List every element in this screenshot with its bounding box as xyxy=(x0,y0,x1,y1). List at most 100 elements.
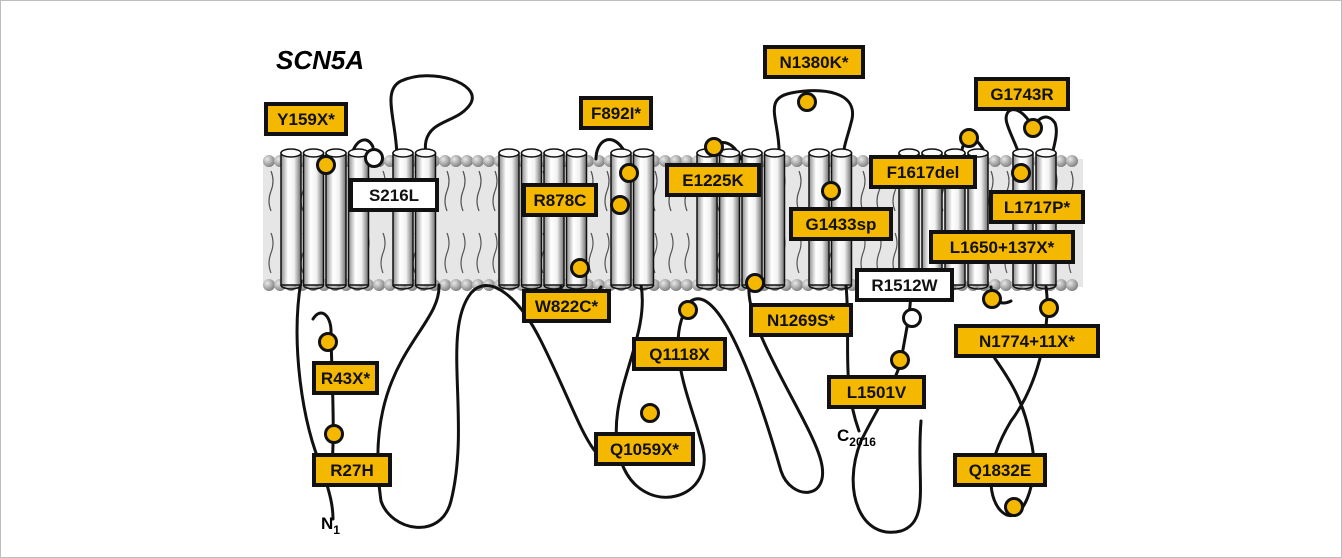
lipid-head xyxy=(461,155,473,167)
lipid-head xyxy=(791,279,803,291)
lipid-head xyxy=(472,155,484,167)
mutation-dot xyxy=(680,302,697,319)
mutation-dot xyxy=(904,310,921,327)
lipid-head xyxy=(439,155,451,167)
mutation-dot xyxy=(621,165,638,182)
mutation-label: N1380K* xyxy=(765,47,863,77)
mutation-label-text: G1743R xyxy=(990,85,1053,104)
gene-title: SCN5A xyxy=(276,45,364,75)
mutation-dot xyxy=(318,157,335,174)
mutation-dot xyxy=(326,426,343,443)
mutation-label-text: L1501V xyxy=(847,383,907,402)
mutation-label: S216L xyxy=(351,180,437,210)
mutation-dot xyxy=(1006,499,1023,516)
mutation-label-text: S216L xyxy=(369,186,419,205)
lipid-head xyxy=(1000,279,1012,291)
lipid-head xyxy=(1000,155,1012,167)
mutation-label-text: E1225K xyxy=(682,171,744,190)
mutation-label-text: F1617del xyxy=(887,163,960,182)
mutation-dot xyxy=(1025,120,1042,137)
mutation-label: L1650+137X* xyxy=(931,232,1073,262)
lipid-head xyxy=(1055,279,1067,291)
mutation-label: Y159X* xyxy=(266,104,346,134)
mutation-label: L1501V xyxy=(829,377,924,407)
lipid-head xyxy=(461,279,473,291)
mutation-label-text: R878C xyxy=(534,191,587,210)
mutation-dot xyxy=(823,183,840,200)
mutation-label-text: R27H xyxy=(330,461,373,480)
mutation-label-text: R43X* xyxy=(321,369,371,388)
mutation-dot xyxy=(366,150,383,167)
lipid-head xyxy=(681,279,693,291)
mutation-label-text: L1717P* xyxy=(1004,198,1071,217)
lipid-head xyxy=(450,279,462,291)
mutation-dot xyxy=(984,291,1001,308)
lipid-head xyxy=(791,155,803,167)
helix-d2-s2 xyxy=(522,149,542,289)
helix-d1-s4 xyxy=(349,149,369,289)
mutation-dot xyxy=(1013,165,1030,182)
mutation-label-text: G1433sp xyxy=(806,215,877,234)
mutation-label-text: Q1832E xyxy=(969,461,1031,480)
mutation-label: E1225K xyxy=(667,165,759,195)
helix-d2-s3 xyxy=(544,149,564,289)
mutation-label: R27H xyxy=(314,455,390,485)
lipid-head xyxy=(263,155,275,167)
mutation-label: Q1832E xyxy=(955,455,1045,485)
mutation-label: N1774+11X* xyxy=(956,326,1098,356)
helix-d2-s1 xyxy=(499,149,519,289)
mutation-dot xyxy=(612,197,629,214)
mutation-dot xyxy=(961,130,978,147)
mutation-dot xyxy=(1041,300,1058,317)
mutation-label-text: R1512W xyxy=(871,276,938,295)
c-terminus-label: C2016 xyxy=(837,426,876,449)
lipid-head xyxy=(373,279,385,291)
mutation-label: G1433sp xyxy=(791,209,891,239)
mutation-label-text: W822C* xyxy=(535,297,599,316)
mutation-dot xyxy=(799,94,816,111)
mutation-dot xyxy=(706,139,723,156)
helix-d3-s4 xyxy=(765,149,785,289)
lipid-head xyxy=(1066,155,1078,167)
mutation-label: N1269S* xyxy=(751,305,851,335)
mutation-label: R1512W xyxy=(857,270,952,300)
lipid-head xyxy=(1066,279,1078,291)
helix-d1-s6 xyxy=(416,149,436,289)
mutation-label-text: N1269S* xyxy=(767,311,835,330)
mutation-label: R43X* xyxy=(314,363,377,393)
mutation-label-text: Y159X* xyxy=(277,110,335,129)
mutation-dot xyxy=(320,334,337,351)
mutation-label-text: F892I* xyxy=(591,104,641,123)
lipid-head xyxy=(989,155,1001,167)
mutation-label: G1743R xyxy=(976,79,1068,109)
mutation-label: R878C xyxy=(524,185,596,215)
lipid-head xyxy=(857,155,869,167)
mutation-dot xyxy=(572,260,589,277)
mutation-label: Q1118X xyxy=(634,339,725,369)
lipid-head xyxy=(439,279,451,291)
lipid-head xyxy=(670,279,682,291)
lipid-head xyxy=(263,279,275,291)
mutation-label-text: N1774+11X* xyxy=(979,332,1075,351)
mutation-label-text: Q1118X xyxy=(649,345,710,364)
mutation-label-text: N1380K* xyxy=(780,53,849,72)
lipid-head xyxy=(659,279,671,291)
mutation-label: L1717P* xyxy=(991,192,1083,222)
mutation-label-text: L1650+137X* xyxy=(950,238,1055,257)
lipid-head xyxy=(483,155,495,167)
n-terminus-label: N1 xyxy=(321,514,340,537)
mutation-label-text: Q1059X* xyxy=(610,440,679,459)
helix-d1-s1 xyxy=(281,149,301,289)
d1-pore-loop xyxy=(391,76,472,159)
helix-d1-s5 xyxy=(393,149,413,289)
mutation-label: F892I* xyxy=(581,98,651,128)
mutation-label: W822C* xyxy=(524,291,609,321)
mutation-label: Q1059X* xyxy=(596,434,693,464)
mutation-dot xyxy=(892,352,909,369)
mutation-dot xyxy=(642,405,659,422)
lipid-head xyxy=(1055,155,1067,167)
mutation-label: F1617del xyxy=(871,157,975,187)
mutation-dot xyxy=(747,275,764,292)
